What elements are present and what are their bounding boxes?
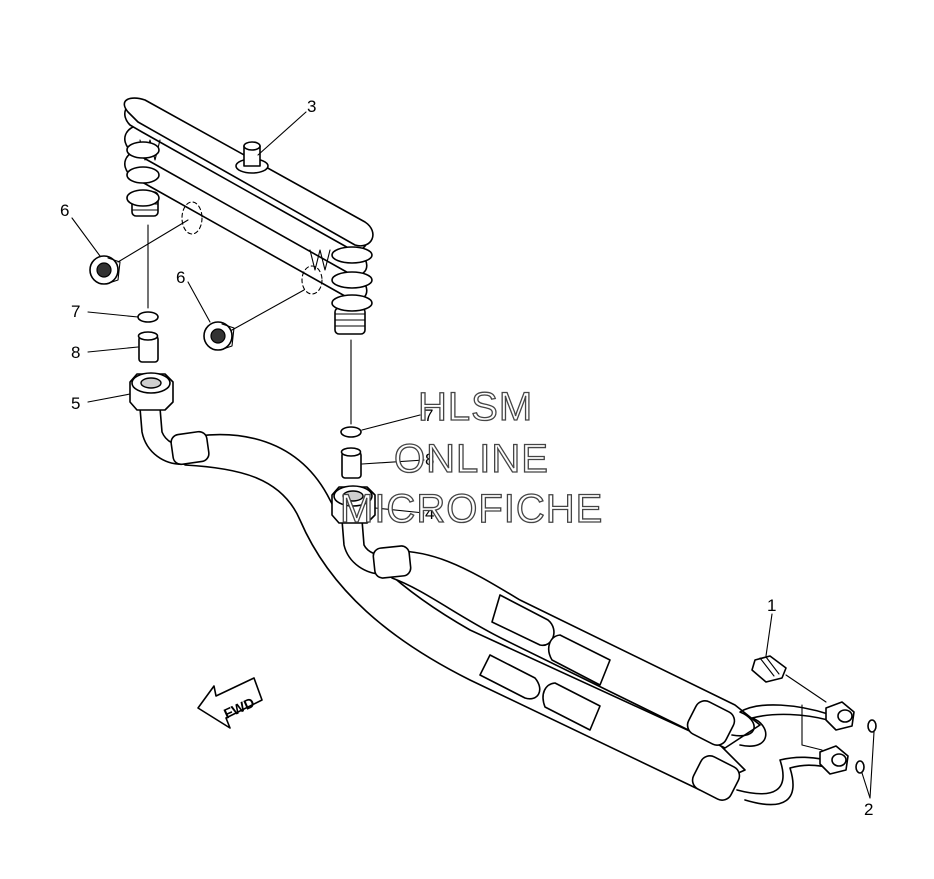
callout-3: 3 xyxy=(307,97,316,116)
collar-8-upper xyxy=(137,331,159,363)
bolt-1 xyxy=(751,655,787,683)
collar-8-lower xyxy=(340,447,362,479)
callout-labels: 3 6 6 7 8 5 7 8 4 1 2 xyxy=(60,97,873,819)
leader-lines xyxy=(71,111,875,799)
assembly-guide-lines xyxy=(117,219,827,751)
hose-fitting-5 xyxy=(129,372,174,411)
callout-8-upper: 8 xyxy=(71,343,80,362)
callout-7-upper: 7 xyxy=(71,302,80,321)
o-ring-2-lower xyxy=(855,760,865,774)
o-ring-7-lower xyxy=(340,426,362,438)
callout-7-lower: 7 xyxy=(424,406,433,425)
callout-2: 2 xyxy=(864,800,873,819)
watermark-line-2: ONLINE xyxy=(394,437,549,481)
oil-hose-assembly xyxy=(139,407,829,806)
callout-6-lower: 6 xyxy=(176,268,185,287)
grommet-6-lower xyxy=(203,321,235,351)
watermark: HLSM ONLINE MICROFICHE xyxy=(339,384,603,531)
callout-6-upper: 6 xyxy=(60,201,69,220)
callout-4: 4 xyxy=(425,504,434,523)
o-ring-2-upper xyxy=(867,719,877,733)
callout-1: 1 xyxy=(767,596,776,615)
watermark-line-1: HLSM xyxy=(418,385,533,429)
o-ring-7-upper xyxy=(137,311,159,323)
union-fitting-upper xyxy=(825,701,855,731)
hose-fitting-4 xyxy=(331,485,376,524)
watermark-line-3: MICROFICHE xyxy=(340,487,603,531)
callout-5: 5 xyxy=(71,394,80,413)
grommet-6-upper xyxy=(89,255,121,285)
oil-cooler xyxy=(123,97,374,335)
callout-8-lower: 8 xyxy=(425,450,434,469)
forward-direction-arrow: FWD xyxy=(197,677,263,729)
union-fitting-lower xyxy=(819,745,849,775)
